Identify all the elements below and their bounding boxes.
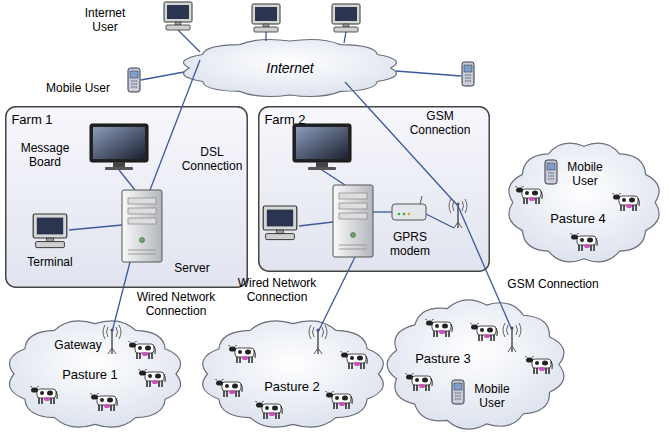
cloud-shape	[509, 143, 659, 262]
text-holder: Pasture 2	[264, 379, 320, 394]
icon-label: Terminal	[27, 255, 72, 269]
computer-icon	[252, 4, 280, 32]
text-holder: Internet	[266, 60, 313, 76]
icon-label: Internet User	[78, 6, 132, 34]
phone-icon	[128, 68, 140, 92]
icon-label: Mobile User	[46, 81, 110, 95]
text-holder: Mobile User	[46, 81, 110, 95]
pasture-cloud: Pasture 2	[198, 318, 388, 430]
connection-label: Wired Network Connection	[133, 290, 219, 318]
icon-label: Mobile User	[561, 160, 609, 188]
cloud-shape	[184, 39, 397, 96]
node-label: Farm 2	[264, 112, 305, 127]
box-shape	[6, 107, 248, 288]
phone-icon	[545, 160, 557, 184]
text-holder: GSM Connection	[405, 109, 475, 137]
server-icon	[333, 185, 373, 257]
box-shape	[259, 107, 490, 272]
connection-line	[353, 91, 367, 106]
connection-label: GSM Connection	[405, 109, 475, 137]
cloud-shape	[387, 300, 564, 429]
wire	[178, 30, 200, 52]
cloud-outline	[505, 140, 663, 265]
computer-icon	[164, 2, 192, 30]
text-holder: Server	[174, 261, 209, 275]
node-label: Pasture 2	[264, 379, 320, 394]
connection-line	[114, 288, 123, 323]
pasture-cloud: Pasture 1	[5, 318, 185, 430]
cloud-shape	[203, 321, 384, 427]
pasture-cloud: Pasture 3	[385, 298, 568, 431]
text-holder: Farm 1	[11, 112, 52, 127]
icon-label: GPRS modem	[387, 230, 433, 258]
text-holder: Wired Network Connection	[133, 290, 219, 318]
cloud-shape	[9, 321, 180, 427]
node-label: Pasture 4	[550, 211, 606, 226]
node-label: Pasture 3	[415, 351, 471, 366]
connection-label: GSM Connection	[507, 277, 598, 291]
pasture-cloud: Pasture 4	[505, 140, 663, 265]
text-holder: DSL Connection	[179, 145, 245, 173]
connection-line	[487, 272, 501, 305]
wire	[373, 211, 392, 212]
node-label: Pasture 1	[62, 367, 118, 382]
wire	[396, 71, 461, 76]
text-holder: Mobile User	[561, 160, 609, 188]
text-holder: Pasture 4	[550, 211, 606, 226]
text-holder: Message Board	[14, 141, 76, 169]
text-holder: Wired Network Connection	[233, 276, 321, 304]
text-holder: Terminal	[27, 255, 72, 269]
wire	[141, 72, 184, 80]
icon-label: Mobile User	[468, 382, 516, 410]
terminal-icon	[263, 206, 297, 240]
icon-label: Message Board	[14, 141, 76, 169]
icon-label: Server	[174, 261, 209, 275]
node-label: Farm 1	[11, 112, 52, 127]
wire	[344, 32, 346, 43]
icon-label: Gateway	[54, 338, 101, 352]
connection-line	[182, 79, 192, 106]
text-holder: GSM Connection	[507, 277, 598, 291]
connection-line	[322, 272, 348, 324]
phone-icon	[452, 380, 464, 404]
text-holder: Pasture 3	[415, 351, 471, 366]
connection-label: DSL Connection	[179, 145, 245, 173]
server-icon	[122, 190, 162, 262]
text-holder: Farm 2	[264, 112, 305, 127]
node-label: Internet	[266, 60, 313, 76]
text-holder: Internet User	[78, 6, 132, 34]
computer-icon	[332, 4, 360, 32]
text-holder: Pasture 1	[62, 367, 118, 382]
phone-icon	[462, 62, 474, 86]
connection-label: Wired Network Connection	[233, 276, 321, 304]
cloud-outline	[385, 298, 568, 431]
text-holder: Mobile User	[468, 382, 516, 410]
text-holder: Gateway	[54, 338, 101, 352]
terminal-icon	[33, 214, 67, 248]
cloud-outline	[198, 318, 388, 430]
wire	[265, 32, 266, 41]
text-holder: GPRS modem	[387, 230, 433, 258]
internet-cloud: Internet	[178, 38, 402, 98]
